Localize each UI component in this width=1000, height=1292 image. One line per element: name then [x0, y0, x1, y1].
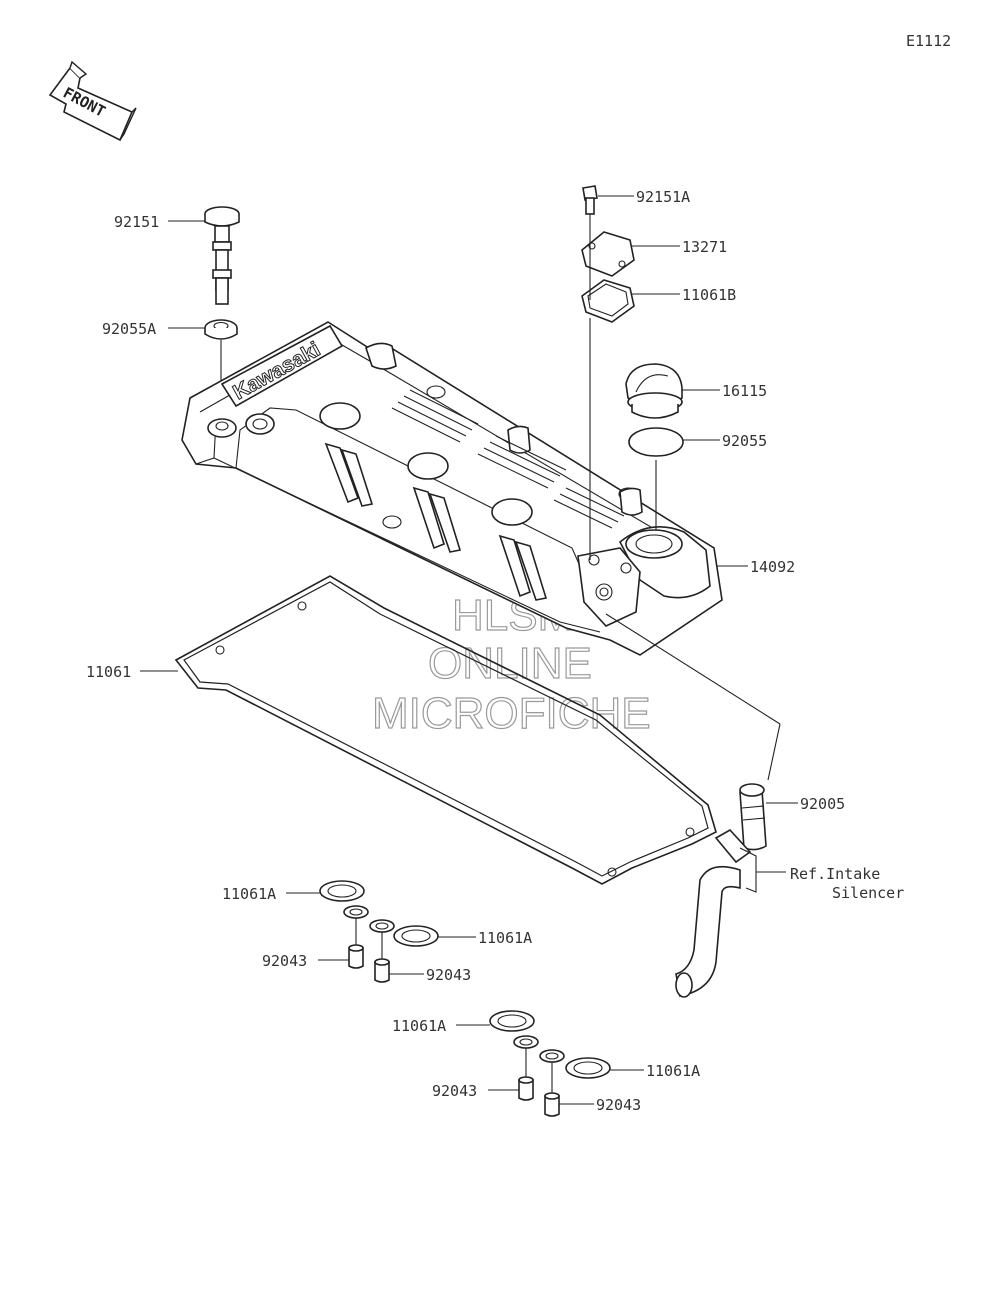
oil-filler-cap-16115 — [625, 363, 683, 419]
label-92043-2: 92043 — [426, 966, 471, 984]
leader-lines — [140, 195, 798, 1105]
bolt-92151A — [582, 185, 598, 215]
watermark-line3: MICROFICHE — [372, 689, 651, 738]
bolt-92151 — [204, 206, 240, 305]
diagram-code: E1112 — [906, 32, 951, 50]
leader-92005-pipe — [605, 613, 781, 725]
label-92043-4: 92043 — [596, 1096, 641, 1114]
label-13271: 13271 — [682, 238, 727, 256]
hose-joint-92005 — [739, 783, 767, 851]
label-11061B: 11061B — [682, 286, 736, 304]
label-92055A: 92055A — [102, 320, 156, 338]
label-11061A-2: 11061A — [478, 929, 532, 947]
label-14092: 14092 — [750, 558, 795, 576]
label-92151: 92151 — [114, 213, 159, 231]
seal-ring-group-1 — [319, 880, 439, 983]
label-92043-3: 92043 — [432, 1082, 477, 1100]
part-labels: 92151 92055A 92151A 13271 11061B 16115 9… — [86, 188, 904, 1114]
label-11061A-1: 11061A — [222, 885, 276, 903]
label-92005: 92005 — [800, 795, 845, 813]
leader-92005-pipe-2 — [767, 723, 781, 781]
watermark-line2: ONLINE — [428, 639, 592, 688]
label-92151A: 92151A — [636, 188, 690, 206]
label-11061A-4: 11061A — [646, 1062, 700, 1080]
gasket-11061 — [174, 575, 717, 885]
label-ref-silencer: Silencer — [832, 884, 904, 902]
label-ref-intake: Ref.Intake — [790, 865, 880, 883]
grommet-92055A — [204, 319, 238, 340]
label-16115: 16115 — [722, 382, 767, 400]
seal-ring-group-2 — [489, 1010, 611, 1117]
front-arrow-icon: FRONT — [48, 60, 137, 142]
plate-13271 — [581, 231, 635, 277]
label-92043-1: 92043 — [262, 952, 307, 970]
label-11061A-3: 11061A — [392, 1017, 446, 1035]
label-11061: 11061 — [86, 663, 131, 681]
breather-hose — [675, 828, 752, 998]
label-92055: 92055 — [722, 432, 767, 450]
